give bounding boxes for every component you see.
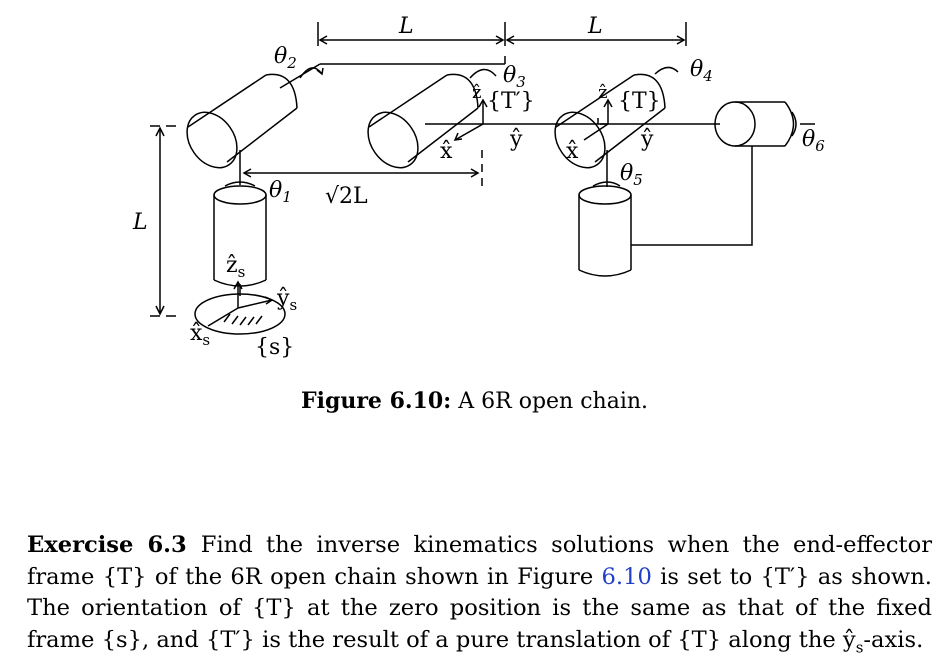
label-theta6: θ6 — [802, 127, 825, 155]
label-y-hat-a: ŷ — [509, 127, 523, 152]
label-y-hat-b: ŷ — [640, 127, 654, 152]
joint-3-cylinder — [367, 73, 479, 169]
frame-T-axes — [540, 98, 720, 141]
figure-reference-link[interactable]: 6.10 — [601, 563, 652, 590]
figure-caption: Figure 6.10: A 6R open chain. — [0, 388, 949, 414]
label-theta4: θ4 — [690, 57, 713, 85]
label-theta2: θ2 — [274, 44, 297, 72]
label-x-hat-b: x̂ — [566, 139, 579, 164]
label-x-hat-a: x̂ — [440, 139, 453, 164]
rotation-arcs — [224, 66, 797, 187]
exercise-text-part3: -axis. — [863, 626, 924, 653]
label-L-top-right: L — [587, 14, 603, 39]
label-L-side: L — [132, 210, 148, 235]
label-frame-Tprime: {T′} — [487, 89, 535, 114]
frame-Tprime-axes — [425, 98, 540, 141]
label-z-hat-a: ẑ — [472, 82, 481, 103]
robot-chain-figure: L L L √2L θ2 θ3 θ4 θ5 θ6 θ1 ẑs ŷs x̂s {s… — [132, 14, 825, 360]
label-frame-s: {s} — [255, 335, 294, 360]
label-frame-T: {T} — [618, 89, 661, 114]
exercise-ys-subscript: s — [855, 638, 864, 657]
label-L-top-left: L — [398, 14, 414, 39]
exercise-text-part2: is set to {T′} as shown. The orientation… — [27, 563, 932, 653]
figure-caption-text: A 6R open chain. — [451, 389, 649, 414]
figure-caption-label: Figure 6.10: — [300, 388, 452, 414]
joint-6-cylinder — [714, 101, 815, 147]
dimension-L-top — [317, 22, 687, 46]
label-theta3: θ3 — [503, 63, 526, 91]
label-xs: x̂s — [190, 321, 210, 349]
frame-s-axes — [207, 280, 274, 327]
label-z-hat-b: ẑ — [598, 82, 607, 103]
joint-5-vertical-cylinder — [578, 150, 632, 277]
dimension-sqrt2L — [242, 150, 483, 186]
base-disk — [194, 293, 286, 335]
exercise-heading: Exercise 6.3 — [27, 532, 187, 558]
exercise-text-part1: Find the inverse kinematics solutions wh… — [27, 532, 933, 590]
label-theta5: θ5 — [620, 161, 643, 189]
label-sqrt2L: √2L — [325, 184, 368, 209]
dimension-L-side — [150, 125, 180, 317]
label-ys: ŷs — [276, 286, 297, 314]
joint-2-cylinder — [186, 73, 298, 169]
label-zs: ẑs — [226, 253, 245, 281]
label-theta1: θ1 — [269, 178, 292, 206]
